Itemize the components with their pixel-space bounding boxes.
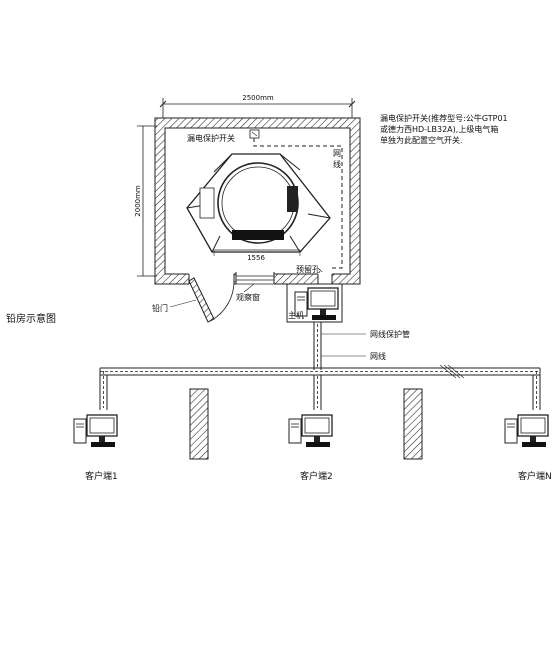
lead-room — [154, 117, 361, 286]
note-line-2: 或德力西HD-LB32A),上级电气箱 — [380, 124, 498, 134]
client-label: 客户端2 — [300, 470, 333, 482]
client-label: 客户端N — [518, 470, 552, 482]
inner-dimension-label: 1556 — [247, 254, 265, 262]
network-conduit — [99, 322, 541, 410]
host-computer: 主机 — [286, 283, 343, 323]
cable-room-label-1: 网 — [333, 149, 341, 158]
leak-switch-label: 漏电保护开关 — [187, 133, 235, 143]
room-caption: 铅房示意图 — [6, 312, 56, 325]
client-2: 客户端2 — [288, 414, 333, 482]
client-label: 客户端1 — [85, 470, 118, 482]
note-text: 漏电保护开关(推荐型号:公牛GTP01 或德力西HD-LB32A),上级电气箱 … — [380, 113, 508, 145]
wall-left — [189, 388, 209, 460]
lead-door-label: 铅门 — [152, 303, 168, 313]
host-label: 主机 — [288, 310, 304, 320]
cable-conduit-label: 网线保护管 — [370, 329, 410, 339]
dimension-height-label: 2000mm — [134, 185, 142, 217]
leak-protection-switch: 漏电保护开关 — [187, 129, 260, 143]
client-n: 客户端N — [504, 414, 552, 482]
cable-main-label: 网线 — [370, 351, 386, 361]
dimension-width-label: 2500mm — [242, 94, 274, 102]
observe-window-label: 观察窗 — [236, 292, 260, 302]
dimension-width: 2500mm — [159, 94, 356, 118]
note-line-1: 漏电保护开关(推荐型号:公牛GTP01 — [380, 113, 508, 123]
client-1: 客户端1 — [73, 414, 118, 482]
reserved-hole-label: 预留孔 — [296, 264, 320, 274]
note-line-3: 单独为此配置空气开关. — [380, 135, 463, 145]
x-ray-equipment: 1556 — [186, 153, 331, 262]
lead-door — [188, 277, 235, 323]
cable-room-label-2: 线 — [333, 159, 341, 169]
dimension-height: 2000mm — [134, 125, 157, 277]
wall-right — [403, 388, 423, 460]
